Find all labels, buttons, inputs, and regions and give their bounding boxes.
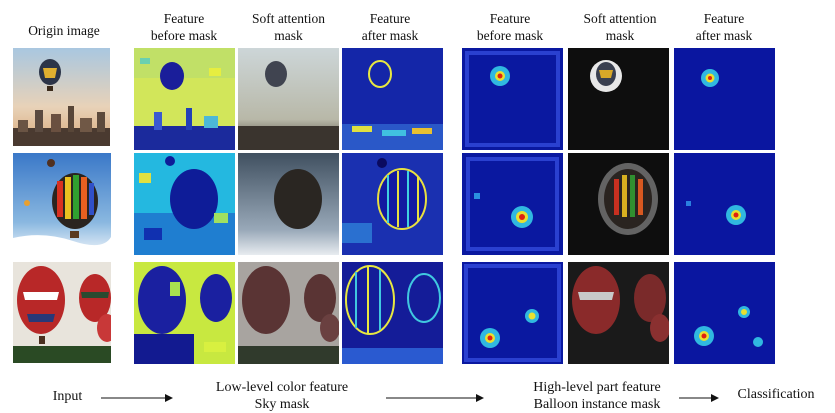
high-feature-before-mask-row3 (462, 262, 563, 364)
high-feature-after-mask-row2 (674, 153, 775, 255)
high-feature-before-mask-row1 (462, 48, 563, 150)
header-soft-attention-low: Soft attention mask (251, 11, 326, 43)
soft-attention-high-row3 (568, 262, 669, 364)
soft-attention-low-row1 (238, 48, 339, 150)
arrow-high-to-classification (679, 392, 719, 404)
low-feature-before-mask-row1 (134, 48, 235, 150)
header-feature-before-mask-high: Feature before mask (476, 11, 544, 43)
header-feature-before-mask-low: Feature before mask (150, 11, 218, 43)
high-feature-after-mask-row3 (674, 262, 775, 364)
header-origin-image: Origin image (28, 23, 100, 38)
high-feature-before-mask-row2 (462, 153, 563, 255)
low-feature-after-mask-row3 (342, 262, 443, 364)
label-classification: Classification (737, 387, 815, 402)
high-feature-after-mask-row1 (674, 48, 775, 150)
origin-image-row2 (13, 153, 111, 252)
label-low-level: Low-level color feature Sky mask (215, 380, 349, 412)
origin-image-row3 (13, 262, 111, 363)
arrow-low-to-high (386, 392, 484, 404)
header-feature-after-mask-high: Feature after mask (695, 11, 753, 43)
low-feature-after-mask-row2 (342, 153, 443, 255)
label-high-level: High-level part feature Balloon instance… (533, 380, 661, 412)
label-input: Input (52, 389, 83, 404)
soft-attention-low-row3 (238, 262, 339, 364)
origin-image-row1 (13, 48, 110, 146)
low-feature-after-mask-row1 (342, 48, 443, 150)
soft-attention-high-row1 (568, 48, 669, 150)
soft-attention-high-row2 (568, 153, 669, 255)
header-feature-after-mask-low: Feature after mask (361, 11, 419, 43)
header-soft-attention-high: Soft attention mask (583, 11, 657, 43)
low-feature-before-mask-row3 (134, 262, 235, 364)
soft-attention-low-row2 (238, 153, 339, 255)
arrow-input-to-low (101, 392, 173, 404)
low-feature-before-mask-row2 (134, 153, 235, 255)
